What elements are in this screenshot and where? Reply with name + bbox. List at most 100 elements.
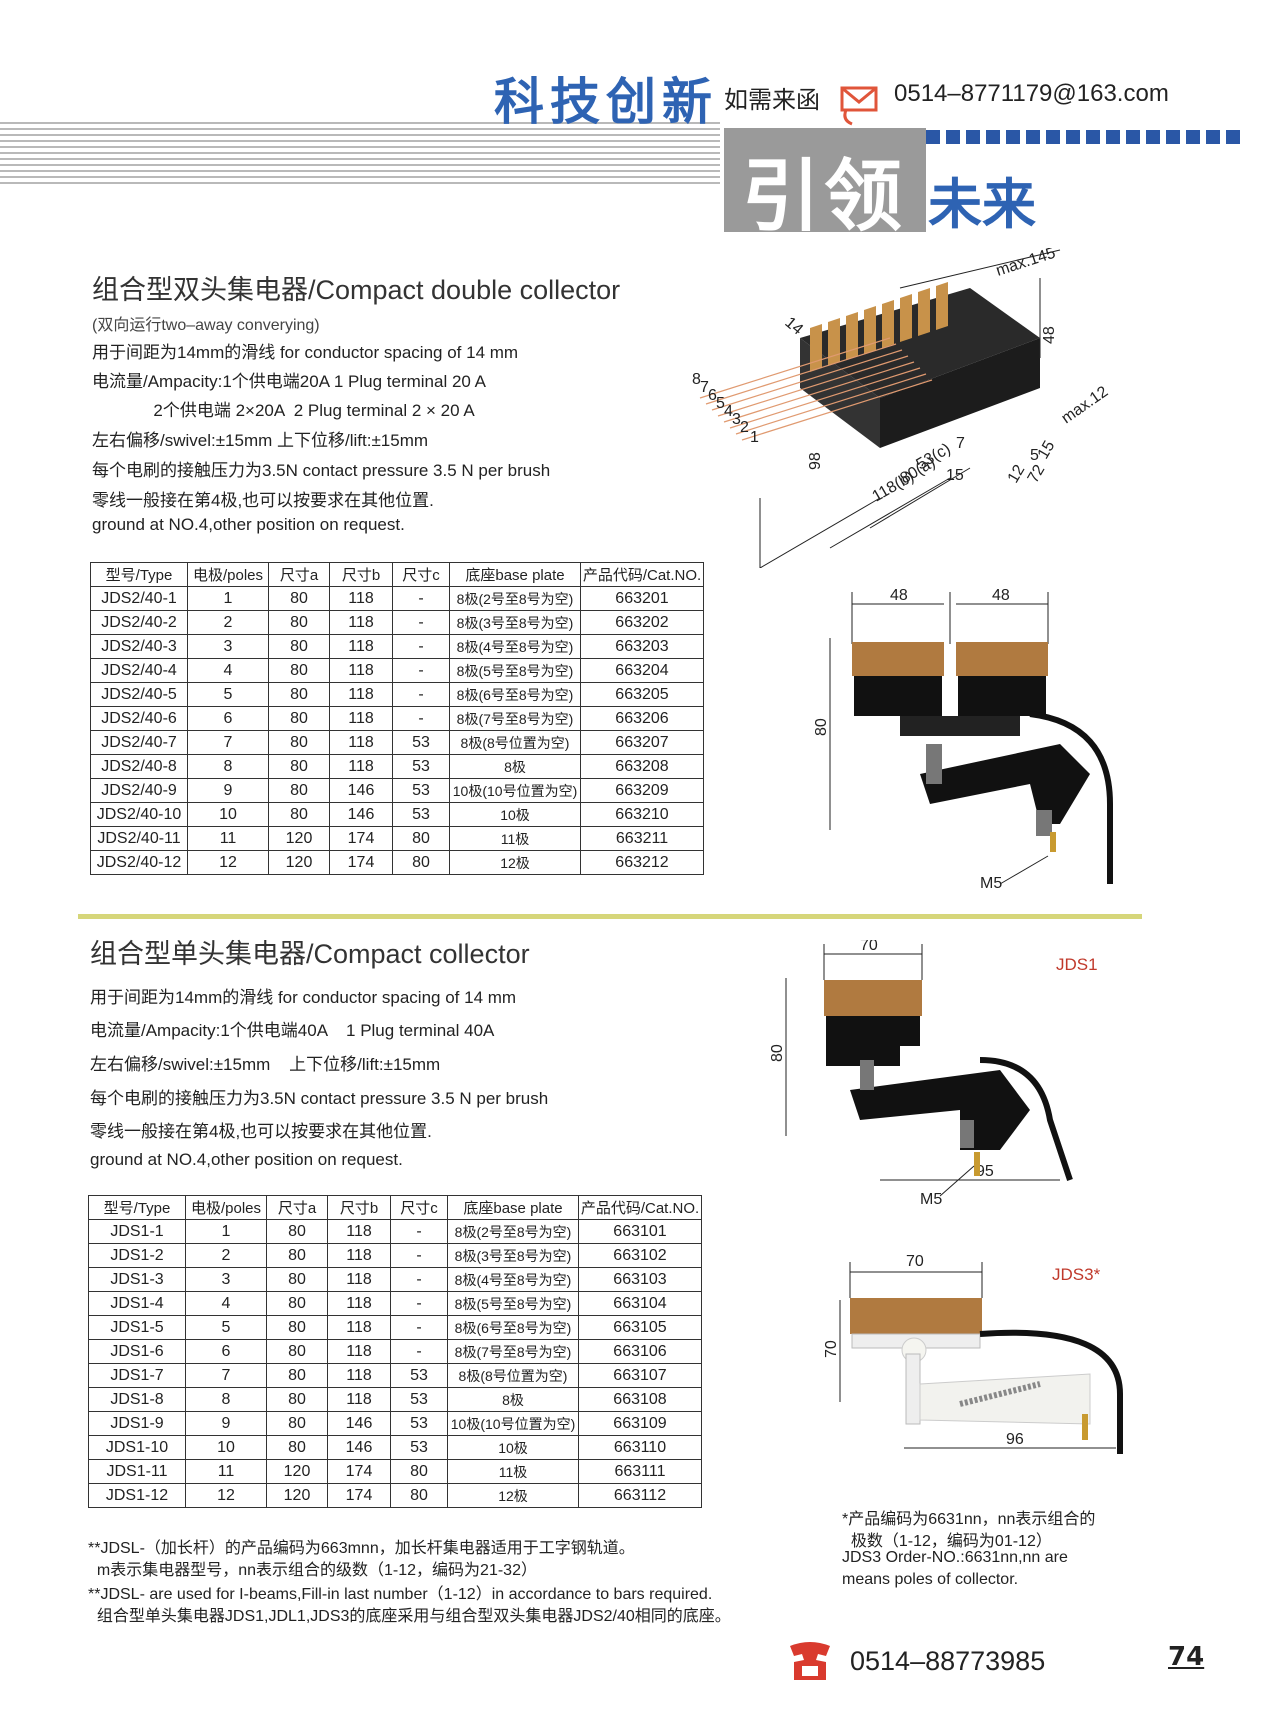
- jds3-bolt: [1082, 1414, 1088, 1440]
- table-cell: 120: [268, 850, 330, 875]
- double-collector-table: 型号/Type 电极/poles 尺寸a 尺寸b 尺寸c 底座base plat…: [90, 562, 704, 875]
- jds3-dim-lines: [839, 1262, 1116, 1449]
- table-cell: 118: [329, 730, 393, 755]
- table-cell: 12: [185, 1483, 267, 1508]
- table-cell: 11极: [449, 826, 581, 851]
- table-cell: 6: [187, 706, 269, 731]
- table-cell: 80: [266, 1339, 328, 1364]
- side-brush-right: [956, 642, 1048, 676]
- slogan-sub-blue: 未来: [928, 173, 1036, 236]
- table-cell: 3: [185, 1267, 267, 1292]
- table-cell: JDS1-5: [88, 1315, 186, 1340]
- jds3-note-3: means poles of collector.: [842, 1571, 1019, 1588]
- table-cell: 8极: [449, 754, 581, 779]
- footer-phone: 0514–88773985: [850, 1646, 1046, 1676]
- table-cell: 7: [187, 730, 269, 755]
- table-cell: 663108: [578, 1387, 702, 1412]
- table-cell: JDS1-4: [88, 1291, 186, 1316]
- table-cell: 10极: [447, 1435, 579, 1460]
- email-address: 0514–8771179@163.com: [894, 80, 1169, 107]
- table-cell: 80: [266, 1315, 328, 1340]
- table-cell: 53: [390, 1411, 448, 1436]
- table-cell: -: [390, 1315, 448, 1340]
- table-cell: JDS2/40-3: [90, 634, 188, 659]
- col-size-c: 尺寸c: [392, 562, 450, 587]
- side-spring-top: [926, 744, 942, 784]
- table-cell: 53: [392, 778, 450, 803]
- table-cell: 10极: [449, 802, 581, 827]
- table-cell: 8极(8号位置为空): [447, 1363, 579, 1388]
- table-cell: 12极: [447, 1483, 579, 1508]
- table-cell: 8极(4号至8号为空): [447, 1267, 579, 1292]
- table-cell: 8极(5号至8号为空): [449, 658, 581, 683]
- jds1-holder: [826, 1016, 920, 1066]
- table-cell: 118: [327, 1219, 391, 1244]
- single-line-2: 左右偏移/swivel:±15mm 上下位移/lift:±15mm: [90, 1055, 441, 1074]
- table-cell: 8极: [447, 1387, 579, 1412]
- table-cell: JDS1-7: [88, 1363, 186, 1388]
- table-cell: 5: [185, 1315, 267, 1340]
- blue-dash-bar: [926, 130, 1240, 144]
- dim-98: 98: [807, 452, 824, 470]
- iso-brush: [864, 306, 876, 354]
- table-cell: 53: [390, 1387, 448, 1412]
- table-cell: 663211: [580, 826, 704, 851]
- jds3-drawing: JDS3* 70 70 96: [823, 1254, 1123, 1454]
- table-cell: JDS2/40-5: [90, 682, 188, 707]
- table-cell: 53: [390, 1435, 448, 1460]
- dim-max12: max.12: [1059, 383, 1112, 427]
- dim-48: 48: [1041, 326, 1058, 344]
- dim-72: 72: [1025, 462, 1049, 486]
- table-cell: 2: [185, 1243, 267, 1268]
- table-cell: 80: [268, 610, 330, 635]
- table-cell: 7: [185, 1363, 267, 1388]
- dim-15b: 15: [1035, 438, 1059, 462]
- iso-brush: [900, 294, 912, 342]
- footnote-1: m表示集电器型号，nn表示组合的级数（1-12，编码为21-32）: [88, 1562, 537, 1579]
- jds3-note-0: *产品编码为6631nn，nn表示组合的: [842, 1511, 1096, 1528]
- jds1-drawing: JDS1 70 80 95 M5: [769, 940, 1098, 1208]
- jds1-spring-top: [860, 1060, 874, 1090]
- table-cell: JDS1-11: [88, 1459, 186, 1484]
- col-type: 型号/Type: [90, 562, 188, 587]
- side-dim-lines: [829, 592, 1049, 830]
- table-cell: -: [392, 706, 450, 731]
- table-cell: 120: [266, 1459, 328, 1484]
- table-cell: JDS2/40-10: [90, 802, 188, 827]
- iso-brush: [936, 282, 948, 330]
- table-cell: 118: [327, 1387, 391, 1412]
- table-cell: 663205: [580, 682, 704, 707]
- single-line-5: ground at NO.4,other position on request…: [90, 1150, 403, 1169]
- table-cell: JDS1-3: [88, 1267, 186, 1292]
- table-cell: JDS1-1: [88, 1219, 186, 1244]
- footnote-3: 组合型单头集电器JDS1,JDL1,JDS3的底座采用与组合型双头集电器JDS2…: [88, 1608, 731, 1625]
- iso-brush: [918, 288, 930, 336]
- col-base-plate: 底座base plate: [447, 1195, 579, 1220]
- table-cell: 663204: [580, 658, 704, 683]
- jds3-brush: [850, 1298, 982, 1334]
- table-cell: 80: [268, 730, 330, 755]
- table-cell: 12极: [449, 850, 581, 875]
- table-cell: 174: [327, 1459, 391, 1484]
- jds3-dim-h: 70: [823, 1340, 840, 1358]
- table-cell: 174: [329, 826, 393, 851]
- table-header-row: 型号/Type 电极/poles 尺寸a 尺寸b 尺寸c 底座base plat…: [88, 1195, 702, 1220]
- slogan-main: 科技创新: [494, 72, 718, 131]
- side-holder: [854, 676, 1046, 736]
- table-cell: JDS2/40-2: [90, 610, 188, 635]
- pole-num: 1: [750, 429, 759, 446]
- side-bolt: [1050, 832, 1056, 852]
- table-cell: 118: [327, 1339, 391, 1364]
- table-cell: 118: [329, 682, 393, 707]
- table-cell: 118: [329, 658, 393, 683]
- mail-icon: [840, 86, 878, 126]
- table-cell: -: [392, 586, 450, 611]
- side-spring-bottom: [1036, 810, 1052, 836]
